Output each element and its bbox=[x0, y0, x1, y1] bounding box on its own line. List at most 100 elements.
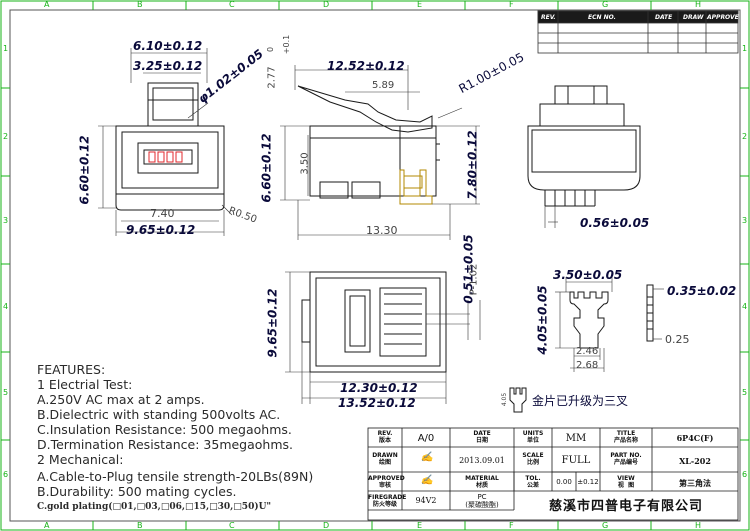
feature-line-7: A.Cable-to-Plug tensile strength-20LBs(8… bbox=[37, 469, 314, 484]
ecn-drawn: DRAW bbox=[683, 14, 704, 21]
zone-letter-h: H bbox=[695, 0, 702, 9]
note-upgrade: 金片已升级为三叉 bbox=[532, 394, 629, 408]
dim-top-width: 6.10±0.12 bbox=[133, 39, 203, 53]
dim-contact-width: 3.50±0.05 bbox=[553, 268, 623, 282]
zone-letter-f: F bbox=[509, 0, 514, 9]
zone-letter-h-bottom: H bbox=[695, 521, 702, 530]
dim-front-height: 6.60±0.12 bbox=[77, 135, 92, 205]
zone-letter-g-bottom: G bbox=[602, 521, 609, 530]
dim-bottom-height: 9.65±0.12 bbox=[265, 288, 280, 358]
tb-drawn-label: DRAWN 绘图 bbox=[372, 452, 398, 466]
dim-side-277: 2.77 bbox=[266, 66, 278, 89]
zone-num-5-right: 5 bbox=[742, 388, 748, 397]
contact-terminal bbox=[569, 291, 609, 349]
trident-note-icon bbox=[509, 387, 527, 413]
tb-approved-label: APPROVED 审核 bbox=[368, 475, 405, 489]
dim-contact-268: 2.68 bbox=[576, 360, 599, 371]
dim-top-inner: 3.25±0.12 bbox=[133, 59, 203, 73]
tb-approved-signature: ✍ bbox=[420, 475, 434, 486]
zone-num-2-right: 2 bbox=[742, 132, 748, 141]
feature-line-4: C.Insulation Resistance: 500 megaohms. bbox=[37, 422, 292, 437]
zone-letter-b-bottom: B bbox=[137, 521, 143, 530]
tb-material-value: PC (聚碳酸酯) bbox=[465, 493, 499, 509]
feature-line-3: B.Dielectric with standing 500volts AC. bbox=[37, 407, 281, 422]
zone-letter-g: G bbox=[602, 0, 609, 9]
zone-num-3-right: 3 bbox=[742, 216, 748, 225]
tb-drawn-signature: ✍ bbox=[420, 452, 434, 463]
tb-units-value: MM bbox=[565, 433, 587, 444]
tb-material-label: MATERIAL 材质 bbox=[465, 475, 499, 489]
zone-letter-c: C bbox=[229, 0, 235, 9]
zone-num-4-right: 4 bbox=[742, 302, 748, 311]
features-heading: FEATURES: bbox=[37, 362, 106, 377]
side-view-contact bbox=[399, 169, 433, 205]
tb-date-value: 2013.09.01 bbox=[459, 456, 505, 465]
end-view-dims bbox=[544, 206, 558, 228]
zone-letter-b: B bbox=[137, 0, 143, 9]
tb-rev-label: REV. 版本 bbox=[377, 430, 393, 444]
contact-terminal-dims bbox=[555, 277, 613, 372]
dim-note: 4.05 bbox=[501, 392, 509, 407]
tb-firegrade-value: 94V2 bbox=[415, 496, 437, 505]
tb-partno-value: XL-202 bbox=[679, 456, 711, 466]
zone-letter-f-bottom: F bbox=[509, 521, 514, 530]
company-name: 慈溪市四普电子有限公司 bbox=[548, 499, 703, 514]
zone-num-3: 3 bbox=[3, 216, 9, 225]
side-view-dims bbox=[280, 65, 480, 240]
zone-letter-e: E bbox=[417, 0, 423, 9]
dim-contact-height: 4.05±0.05 bbox=[535, 285, 550, 355]
ecn-no: ECN NO. bbox=[588, 14, 616, 21]
zone-num-2: 2 bbox=[3, 132, 9, 141]
ecn-date: DATE bbox=[655, 14, 673, 21]
dim-bottom-1352: 13.52±0.12 bbox=[338, 396, 416, 410]
ecn-approved: APPROVE bbox=[707, 14, 739, 21]
tb-view-value: 第三角法 bbox=[679, 479, 711, 488]
tb-tol-value-2: ±0.12 bbox=[577, 478, 599, 486]
feature-line-5: D.Termination Resistance: 35megaohms. bbox=[37, 437, 294, 452]
dim-contact-246: 2.46 bbox=[576, 346, 599, 357]
dim-side-length: 12.52±0.12 bbox=[327, 59, 405, 73]
dim-side-height: 6.60±0.12 bbox=[259, 133, 274, 203]
front-view-contacts bbox=[148, 151, 183, 163]
zone-letter-a-bottom: A bbox=[44, 521, 50, 530]
dim-side-1330: 13.30 bbox=[366, 224, 398, 237]
end-view bbox=[527, 85, 641, 207]
tb-title-label: TITLE 产品名称 bbox=[613, 430, 638, 444]
zone-num-5: 5 bbox=[3, 388, 9, 397]
blade bbox=[646, 284, 654, 342]
blade-dims bbox=[653, 288, 664, 340]
feature-line-2: A.250V AC max at 2 amps. bbox=[37, 392, 205, 407]
zone-num-6: 6 bbox=[3, 470, 9, 479]
feature-line-8: B.Durability: 500 mating cycles. bbox=[37, 484, 237, 499]
side-view bbox=[297, 85, 440, 199]
tb-title-value: 6P4C(F) bbox=[676, 433, 714, 443]
dim-blade-025: 0.25 bbox=[665, 333, 690, 346]
zone-letter-a: A bbox=[44, 0, 50, 9]
zone-letter-d-bottom: D bbox=[323, 521, 330, 530]
dim-blade-thk: 0.35±0.02 bbox=[667, 284, 737, 298]
zone-letter-c-bottom: C bbox=[229, 521, 235, 530]
dim-side-350: 3.50 bbox=[299, 152, 311, 175]
dim-front-width: 9.65±0.12 bbox=[126, 223, 196, 237]
bottom-view-dims bbox=[285, 271, 481, 404]
tb-scale-label: SCALE 比例 bbox=[522, 452, 544, 466]
inner-border bbox=[9, 9, 741, 522]
zone-num-4: 4 bbox=[3, 302, 9, 311]
dim-side-780: 7.80±0.12 bbox=[465, 130, 480, 200]
tb-rev-value: A/0 bbox=[417, 433, 435, 444]
dim-bottom-1230: 12.30±0.12 bbox=[340, 381, 418, 395]
zone-num-1: 1 bbox=[3, 44, 9, 53]
ecn-table bbox=[537, 10, 739, 54]
zone-letter-d: D bbox=[323, 0, 330, 9]
front-view-dims bbox=[98, 48, 233, 236]
feature-line-9: C.gold plating(□01,□03,□06,□15,□30,□50)U… bbox=[37, 502, 272, 512]
tb-date-label: DATE 日期 bbox=[473, 430, 491, 444]
tb-partno-label: PART NO. 产品编号 bbox=[610, 452, 642, 466]
dim-side-tol-zero: 0 bbox=[266, 46, 276, 53]
dim-front-inner: 7.40 bbox=[150, 207, 175, 220]
feature-line-6: 2 Mechanical: bbox=[37, 452, 124, 467]
dim-side-589: 5.89 bbox=[372, 80, 395, 91]
